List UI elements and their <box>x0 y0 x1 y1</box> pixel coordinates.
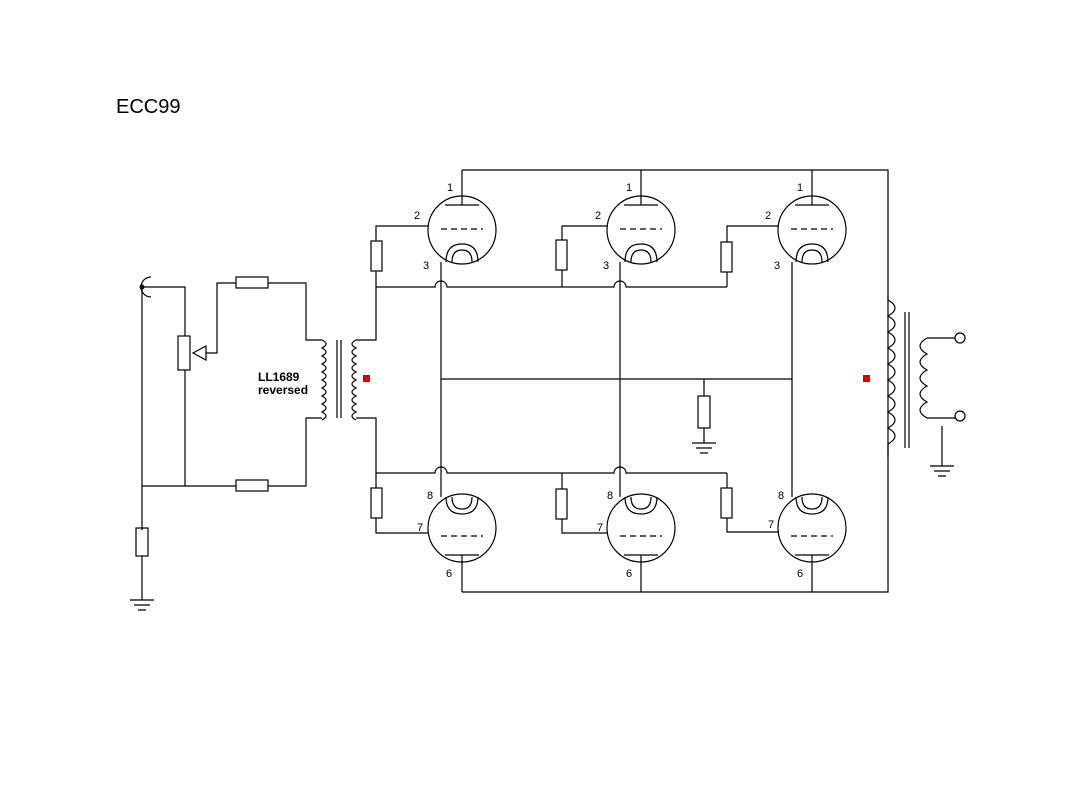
pin-label: 3 <box>603 260 609 272</box>
pin-label: 7 <box>768 519 774 531</box>
pin-label: 8 <box>427 490 433 502</box>
input-resistors <box>142 276 322 492</box>
tube-bottom-3 <box>777 493 847 592</box>
transformer-label-line2: reversed <box>258 383 308 397</box>
pin-label: 8 <box>778 490 784 502</box>
cathode-wiring <box>440 262 793 497</box>
pin-label: 2 <box>765 210 771 222</box>
pin-label: 1 <box>447 182 453 194</box>
tube-top-2 <box>606 170 676 265</box>
pin-label: 6 <box>446 568 452 580</box>
pin-label: 7 <box>417 522 423 534</box>
tube-bottom-2 <box>606 493 676 592</box>
pin-label: 6 <box>797 568 803 580</box>
ground-resistor <box>130 527 154 611</box>
diagram-title: ECC99 <box>116 96 181 118</box>
input-transformer <box>320 287 377 473</box>
pin-label: 2 <box>414 210 420 222</box>
pin-label: 1 <box>626 182 632 194</box>
bottom-grid-resistors <box>370 473 779 534</box>
input-jack <box>139 276 186 530</box>
pin-label: 8 <box>607 490 613 502</box>
pin-labels: 1 2 3 1 2 3 1 2 3 8 7 6 8 7 6 8 7 6 <box>414 182 803 580</box>
volume-potentiometer <box>177 282 236 486</box>
output-transformer <box>863 296 966 477</box>
bottom-grid-bus <box>376 466 727 474</box>
pin-label: 6 <box>626 568 632 580</box>
pin-label: 3 <box>423 260 429 272</box>
tube-top-3 <box>777 170 847 265</box>
pin-label: 1 <box>797 182 803 194</box>
bottom-plate-bus <box>462 476 889 593</box>
top-grid-resistors <box>370 225 779 287</box>
tube-top-1 <box>427 170 497 265</box>
cathode-resistor <box>692 379 716 454</box>
pin-label: 7 <box>597 522 603 534</box>
top-grid-bus <box>376 280 727 288</box>
tube-bottom-1 <box>427 493 497 592</box>
pin-label: 2 <box>595 210 601 222</box>
pin-label: 3 <box>774 260 780 272</box>
transformer-label-line1: LL1689 <box>258 370 300 384</box>
top-plate-bus <box>462 169 889 458</box>
